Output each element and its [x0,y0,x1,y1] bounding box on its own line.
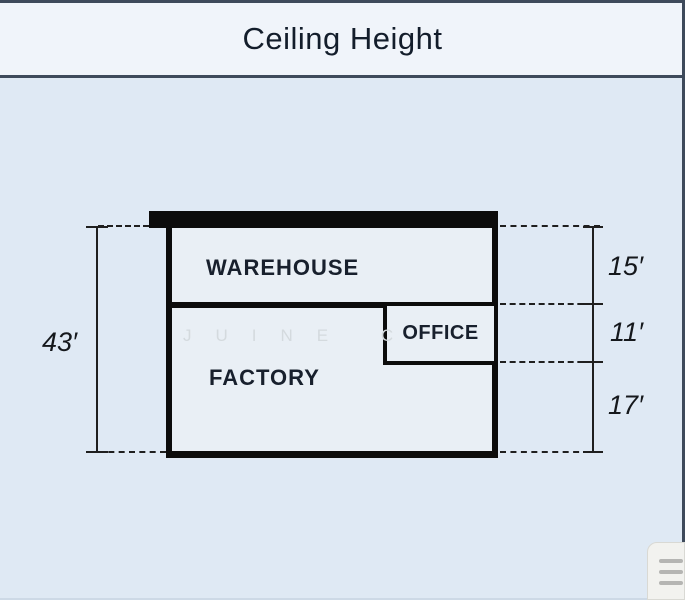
warehouse-factory-divider [166,302,498,308]
right-tick-warehouse-floor [583,303,603,305]
warehouse-height-value: 15′ [608,251,644,281]
factory-label: FACTORY [209,365,320,390]
warehouse-label: WAREHOUSE [206,255,360,280]
page-title: Ceiling Height [242,21,443,56]
left-measure-top-tick [86,226,108,228]
right-frame-border [682,0,685,543]
total-height-value: 43′ [42,327,78,357]
right-tick-office-floor [583,361,603,363]
left-measure-line [96,227,98,453]
grip-icon[interactable] [647,542,685,600]
dashed-extension-bottom-left [98,451,166,453]
grip-line [659,581,683,585]
roof-bar [149,211,498,228]
right-tick-roofline [583,226,603,228]
office-room: OFFICE [383,302,498,365]
office-height-value: 11′ [610,317,644,347]
grip-line [659,570,683,574]
dashed-extension-top-left [98,225,149,227]
factory-height-value: 17′ [608,390,644,420]
right-measure-line [592,227,594,453]
header: Ceiling Height [0,0,685,78]
dashed-extension-office-floor [500,361,593,363]
dashed-extension-ground [500,451,600,453]
office-label: OFFICE [402,322,479,344]
grip-line [659,559,683,563]
dashed-extension-roofline [500,225,600,227]
dashed-extension-warehouse-floor [500,303,593,305]
bottom-frame-border [0,598,685,600]
left-measure-bottom-tick [86,451,108,453]
